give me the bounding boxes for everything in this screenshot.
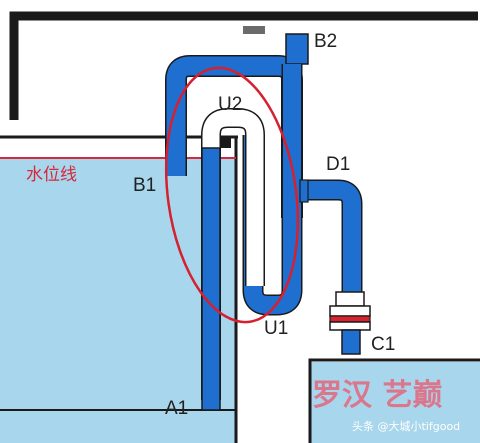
highlight-ellipse — [164, 66, 300, 324]
pipe-b2-flange — [285, 33, 309, 65]
label-c1: C1 — [371, 334, 395, 355]
pipe-a1-leg — [201, 147, 221, 411]
mount-bracket — [243, 26, 265, 34]
label-u2: U2 — [218, 94, 242, 115]
label-b2: B2 — [314, 31, 337, 52]
label-a1: A1 — [165, 398, 188, 419]
pipe-d1-flange — [299, 179, 309, 203]
watermark-brand: 罗汉 艺巅 — [312, 378, 442, 413]
siphon-pipe — [165, 33, 371, 411]
water-line-label: 水位线 — [26, 165, 77, 185]
sump-tank — [308, 358, 480, 443]
cabinet-frame — [9, 11, 478, 120]
watermark-credit: 头条 @大城小tifgood — [352, 419, 460, 433]
main-tank — [0, 135, 238, 443]
label-d1: D1 — [326, 154, 350, 175]
label-b1: B1 — [133, 175, 156, 196]
label-u1: U1 — [264, 318, 288, 339]
valve-c1 — [329, 291, 371, 355]
watermark: 罗汉 艺巅 头条 @大城小tifgood — [312, 378, 460, 433]
